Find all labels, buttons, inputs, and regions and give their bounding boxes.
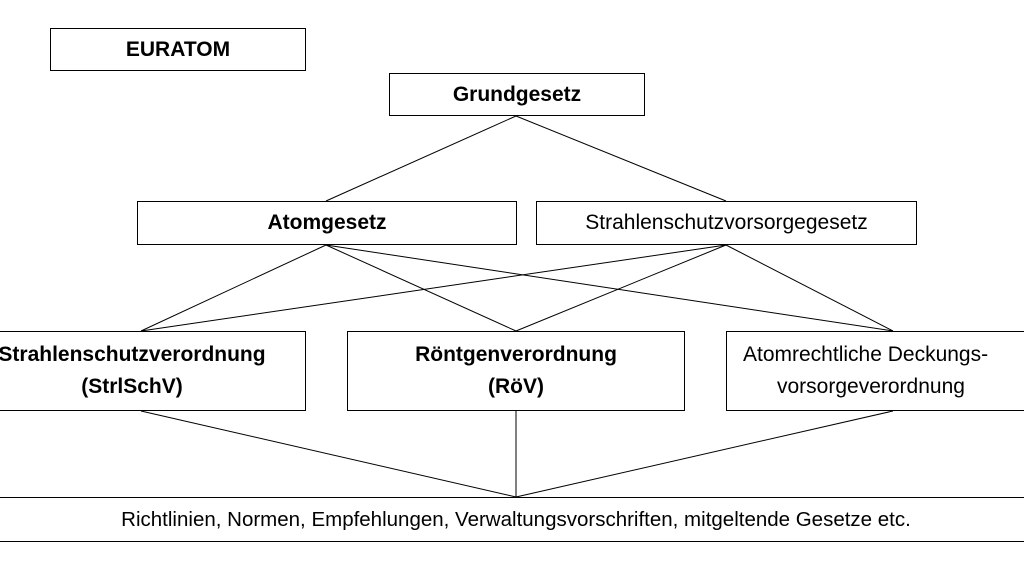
- edge-strlschv-to-richtlinien: [140, 410, 517, 498]
- node-euratom-label: EURATOM: [125, 37, 231, 61]
- edge-atomgesetz-to-atomrechtliche: [325, 244, 894, 332]
- node-strahlenschutzvorsorgegesetz-label: Strahlenschutzvorsorgegesetz: [585, 211, 868, 234]
- node-richtlinien: Richtlinien, Normen, Empfehlungen, Verwa…: [0, 497, 1024, 542]
- node-euratom: EURATOM: [50, 28, 306, 71]
- node-roev-line1: Röntgenverordnung: [415, 343, 617, 366]
- node-strlschv: Strahlenschutzverordnung (StrlSchV): [0, 331, 306, 411]
- edge-atomgesetz-to-roev: [325, 244, 517, 332]
- node-atomrechtliche: Atomrechtliche Deckungs- vorsorgeverordn…: [726, 331, 1024, 411]
- node-grundgesetz: Grundgesetz: [389, 73, 645, 116]
- node-atomrechtliche-line2: vorsorgeverordnung: [777, 375, 965, 398]
- node-strahlenschutzvorsorgegesetz: Strahlenschutzvorsorgegesetz: [536, 201, 917, 245]
- edge-strahlenschutzvorsorgegesetz-to-atomrechtliche: [725, 244, 894, 332]
- node-grundgesetz-label: Grundgesetz: [452, 82, 582, 106]
- edge-atomrechtliche-to-richtlinien: [515, 410, 894, 498]
- node-roev: Röntgenverordnung (RöV): [347, 331, 685, 411]
- edge-strahlenschutzvorsorgegesetz-to-roev: [515, 244, 727, 332]
- node-strlschv-line2: (StrlSchV): [81, 375, 183, 398]
- edge-grundgesetz-to-strahlenschutzvorsorgegesetz: [515, 115, 727, 202]
- node-atomgesetz: Atomgesetz: [137, 201, 517, 245]
- edge-atomgesetz-to-strlschv: [140, 244, 327, 332]
- node-roev-line2: (RöV): [488, 375, 544, 398]
- node-atomrechtliche-line1: Atomrechtliche Deckungs-: [743, 343, 989, 366]
- node-richtlinien-label: Richtlinien, Normen, Empfehlungen, Verwa…: [121, 507, 911, 531]
- edge-strahlenschutzvorsorgegesetz-to-strlschv: [140, 244, 727, 332]
- node-atomgesetz-label: Atomgesetz: [267, 211, 387, 234]
- edge-grundgesetz-to-atomgesetz: [325, 115, 517, 202]
- node-strlschv-line1: Strahlenschutzverordnung: [0, 343, 266, 366]
